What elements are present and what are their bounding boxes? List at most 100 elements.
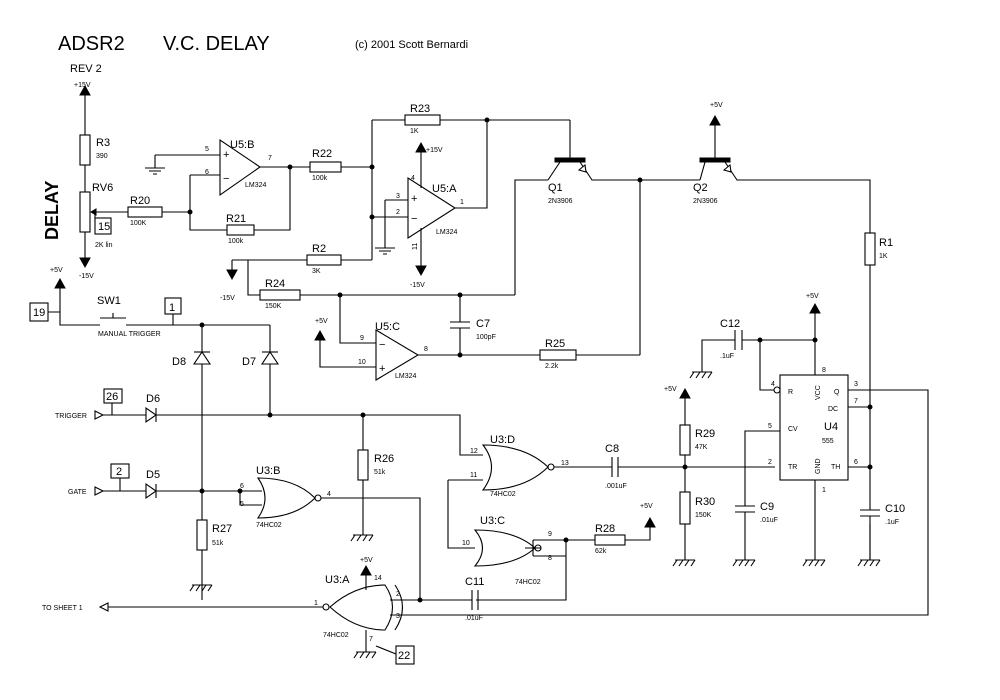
label-r22: R22 xyxy=(312,148,332,160)
label-d7: D7 xyxy=(242,356,256,368)
resistor-r2 xyxy=(306,254,342,266)
label-r24: R24 xyxy=(265,278,285,290)
nor-gate-u3b: U3:B 74HC02 6 5 4 xyxy=(240,465,331,529)
pin-name-q: Q xyxy=(834,389,840,396)
delay-label: DELAY xyxy=(42,181,62,240)
pin8-u4: 8 xyxy=(822,367,826,374)
nor-gate-u3c: U3:C 74HC02 10 9 8 xyxy=(462,515,552,586)
transistor-q1: Q1 2N3906 xyxy=(514,120,640,295)
pin5-u3b: 5 xyxy=(240,501,244,508)
value-r24: 150K xyxy=(265,303,282,310)
pin8-u5c: 8 xyxy=(424,346,428,353)
label-u5b: U5:B xyxy=(230,139,254,151)
label-u3a: U3:A xyxy=(325,574,350,586)
m15-rail-arrow-2 xyxy=(415,265,427,277)
pin10-u3c: 10 xyxy=(462,540,470,547)
pin3-u5a: 3 xyxy=(396,193,400,200)
p5-rail-arrow-7 xyxy=(809,302,821,314)
connector-19: 19 xyxy=(33,307,45,319)
minus-sign-a: − xyxy=(411,213,417,225)
m15-label-1: -15V xyxy=(79,273,94,280)
label-rv6: RV6 xyxy=(92,182,113,194)
port-to-sheet-arrow xyxy=(98,602,109,612)
pin6-u5b: 6 xyxy=(205,169,209,176)
pin3-u3a: 3 xyxy=(396,613,400,620)
m15-rail-arrow-1 xyxy=(79,257,91,269)
part-lm324-b: LM324 xyxy=(245,182,267,189)
ground-r26 xyxy=(350,534,374,542)
capacitor-c9 xyxy=(735,505,755,513)
pin14-u3a: 14 xyxy=(374,575,382,582)
pin1-u5a: 1 xyxy=(460,199,464,206)
label-r23: R23 xyxy=(410,103,430,115)
resistor-r22 xyxy=(309,161,342,173)
port-trigger-label: TRIGGER xyxy=(55,413,87,420)
value-r20: 100K xyxy=(130,220,147,227)
capacitor-c7 xyxy=(450,321,470,329)
pin1-u3a: 1 xyxy=(314,600,318,607)
diode-d6 xyxy=(145,406,157,424)
value-r2: 3K xyxy=(312,268,321,275)
value-q2: 2N3906 xyxy=(693,198,718,205)
pin-name-cv: CV xyxy=(788,426,798,433)
value-r3: 390 xyxy=(96,153,108,160)
opamp-u5c: − + U5:C LM324 9 10 8 xyxy=(358,321,428,381)
pin-name-tr: TR xyxy=(788,464,797,471)
pin11-u3d: 11 xyxy=(470,472,477,479)
title-vc-delay: V.C. DELAY xyxy=(163,33,270,55)
capacitor-c8 xyxy=(611,457,619,477)
pin13-u3d: 13 xyxy=(561,460,569,467)
timer-u4: U4 555 R Q DC CV TR TH VCC GND 4 3 7 5 2… xyxy=(768,367,858,494)
resistor-r24 xyxy=(259,289,301,301)
value-r1: 1K xyxy=(879,253,888,260)
part-lm324-a: LM324 xyxy=(436,229,458,236)
value-c8: .001uF xyxy=(605,483,627,490)
resistor-r20 xyxy=(127,206,163,218)
resistor-r28 xyxy=(594,534,626,546)
part-lm324-c: LM324 xyxy=(395,373,417,380)
value-r23: 1K xyxy=(410,128,419,135)
p5-label-2: +5V xyxy=(315,318,328,325)
label-r2: R2 xyxy=(312,243,326,255)
pin7-u4: 7 xyxy=(854,398,858,405)
label-c8: C8 xyxy=(605,443,619,455)
resistor-r23 xyxy=(404,114,441,126)
pin1-u4: 1 xyxy=(822,487,826,494)
value-r30: 150K xyxy=(695,512,712,519)
value-r27: 51k xyxy=(212,540,224,547)
label-d5: D5 xyxy=(146,469,160,481)
p5-label-4: +5V xyxy=(640,503,653,510)
value-c10: .1uF xyxy=(885,519,899,526)
label-u4: U4 xyxy=(824,421,838,433)
p5-rail-arrow-4 xyxy=(644,516,656,528)
part-u3a: 74HC02 xyxy=(323,632,349,639)
pin8-u3c: 8 xyxy=(548,555,552,562)
r3-rv6-chain: +15V R3 390 RV6 2K lin -15V 15 xyxy=(74,82,113,280)
pin2-u4: 2 xyxy=(768,459,772,466)
pin10-u5c: 10 xyxy=(358,359,366,366)
value-r29: 47K xyxy=(695,444,708,451)
p5-rail-arrow-6 xyxy=(679,387,691,399)
p5-rail-arrow-5 xyxy=(360,564,372,576)
connector-1: 1 xyxy=(169,302,175,314)
transistor-q2: Q2 2N3906 xyxy=(693,125,871,233)
ground-c12 xyxy=(689,371,713,379)
ground-u3a xyxy=(353,651,377,659)
port-gate-arrow xyxy=(94,486,105,496)
pin-name-th: TH xyxy=(831,464,840,471)
p5-label-3: +5V xyxy=(50,267,63,274)
resistor-r27 xyxy=(196,519,208,551)
label-sw1: SW1 xyxy=(97,295,121,307)
revision-label: REV 2 xyxy=(70,63,102,75)
opamp-u5b: + − U5:B LM324 5 6 7 xyxy=(205,138,272,197)
pin4-u5a: 4 xyxy=(411,175,415,182)
switch-sw1[interactable]: SW1 xyxy=(97,295,126,319)
pin5-u4: 5 xyxy=(768,423,772,430)
ground-c10 xyxy=(857,559,881,567)
resistor-r21 xyxy=(226,224,255,236)
resistor-r25 xyxy=(539,349,577,361)
pin-name-vcc: VCC xyxy=(815,385,822,400)
resistor-r3 xyxy=(79,134,91,166)
m15-rail-arrow-3 xyxy=(226,269,238,281)
resistor-r1 xyxy=(864,232,876,266)
